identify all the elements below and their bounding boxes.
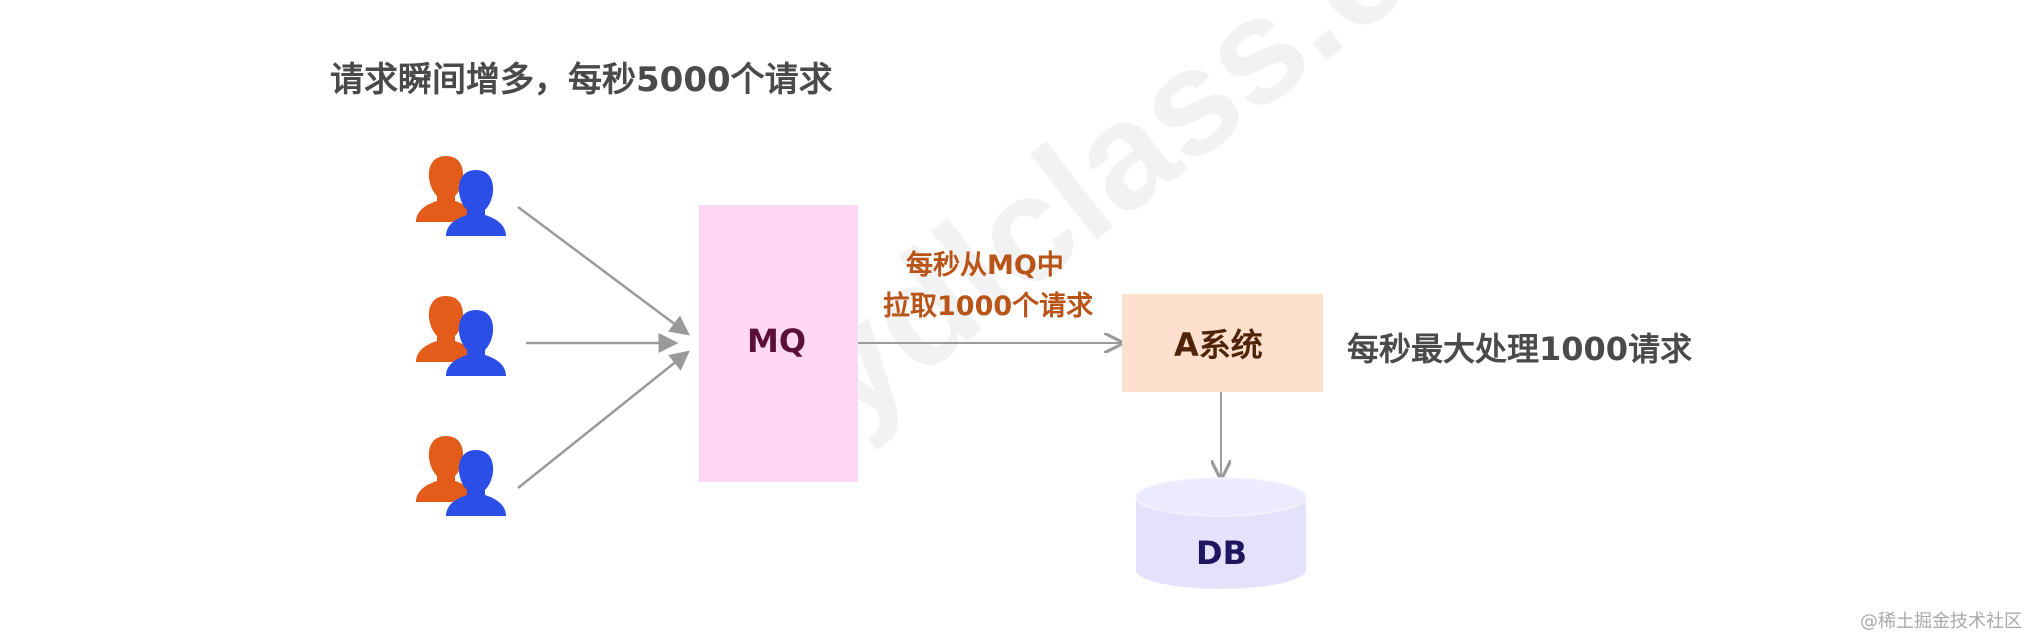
arrow-user3-to-mq — [517, 350, 690, 489]
system-a-box — [1122, 294, 1323, 392]
capacity-note: 每秒最大处理1000请求 — [1347, 330, 1693, 368]
diagram-title: 请求瞬间增多，每秒5000个请求 — [330, 60, 833, 100]
mq-box — [699, 205, 858, 482]
edge-label-line1: 每秒从MQ中 — [906, 250, 1064, 281]
user-group-icon-2 — [416, 296, 506, 376]
system-a-label: A系统 — [1174, 326, 1263, 364]
user-group-icon-3 — [416, 436, 506, 516]
edge-label-line2: 拉取1000个请求 — [883, 291, 1094, 322]
db-label: DB — [1196, 534, 1247, 572]
user-group-icon-1 — [416, 156, 506, 236]
db-cylinder — [1135, 477, 1307, 589]
footer-watermark: @稀土掘金技术社区 — [1860, 611, 2022, 632]
mq-label: MQ — [747, 322, 807, 360]
arrow-user1-to-mq — [517, 205, 691, 336]
